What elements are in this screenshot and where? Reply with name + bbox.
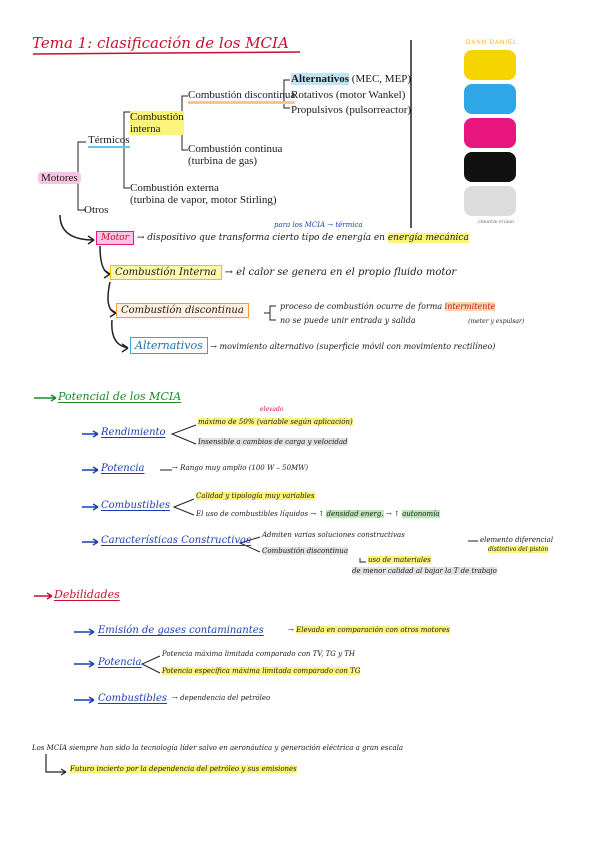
combustibles-line1: Calidad y tipología muy variables: [196, 492, 315, 500]
potencia-text-value: Rango muy amplio (100 W – 50MW): [180, 464, 309, 472]
tree-comb-continua-l1: Combustión continua: [188, 143, 283, 155]
potencial-heading: Potencial de los MCIA: [58, 390, 182, 403]
logo-d-black: [464, 152, 516, 182]
def-discontinua-line1: proceso de combustión ocurre de forma in…: [280, 302, 496, 311]
def-motor: Motor → dispositivo que transforma ciert…: [96, 231, 469, 245]
emision-text: → Elevada en comparación con otros motor…: [288, 626, 450, 634]
logo-d-yellow: [464, 50, 516, 80]
rendimiento-line2: Insensible a cambios de carga y velocida…: [198, 438, 348, 446]
def-motor-highlight: energía mecánica: [387, 233, 469, 243]
def-discontinua-line2-note: (meter y expulsar): [468, 318, 525, 325]
caracteristicas-note2: distintivo del pistón: [488, 546, 549, 553]
tree-comb-externa-l1: Combustión externa: [130, 182, 219, 194]
debilidades-potencia-line1-text: Potencia máxima limitada comparado con T…: [162, 650, 356, 658]
tree-otros: Otros: [84, 204, 109, 216]
debilidades-combustibles-label: Combustibles: [98, 693, 167, 704]
def-interna-term: Combustión Interna: [110, 265, 222, 280]
tree-comb-interna-l2: interna: [130, 123, 161, 135]
def-alternativos: Alternativos → movimiento alternativo (s…: [130, 337, 496, 354]
combustibles-line2a: El uso de combustibles líquidos → ↑: [196, 510, 325, 518]
tree-comb-externa-l2: (turbina de vapor, motor Stirling): [130, 194, 277, 206]
caracteristicas-note-text: elemento diferencial: [480, 536, 554, 544]
conclusion-line2: Futuro incierto por la dependencia del p…: [70, 765, 297, 773]
tree-termicos: Térmicos: [88, 134, 130, 148]
combustibles-label: Combustibles: [101, 500, 170, 511]
def-interna-text: el calor se genera en el propio fluido m…: [236, 267, 457, 278]
caracteristicas-line1-text: Admiten varias soluciones constructivas: [262, 531, 405, 539]
conclusion-line1-text: Los MCIA siempre han sido la tecnología …: [32, 744, 404, 752]
caracteristicas-line3-text: uso de materiales: [368, 556, 431, 564]
caracteristicas-note: elemento diferencial: [480, 536, 553, 544]
debilidades-potencia-line1: Potencia máxima limitada comparado con T…: [162, 650, 355, 658]
logo-d-grey: [464, 186, 516, 216]
tree-comb-interna-l1: Combustión: [130, 111, 184, 123]
def-discontinua-line2: no se puede unir entrada y salida (meter…: [280, 316, 524, 325]
caracteristicas-line4: de menor calidad al bajar la T de trabaj…: [352, 567, 497, 575]
caracteristicas-line4-text: de menor calidad al bajar la T de trabaj…: [352, 567, 497, 575]
tree-comb-continua-l2: (turbina de gas): [188, 155, 258, 167]
def-motor-term: Motor: [96, 231, 134, 245]
tree-comb-externa: Combustión externa (turbina de vapor, mo…: [130, 182, 277, 206]
debilidades-heading: Debilidades: [54, 588, 120, 601]
logo-bottom-text: CREATIVE STUDIO: [478, 219, 514, 224]
def-discontinua-line1-hl: intermitente: [444, 302, 496, 311]
emision-label: Emisión de gases contaminantes: [98, 625, 264, 636]
tree-alternativos-label: Alternativos: [291, 73, 350, 85]
combustibles-line2c: → ↑: [385, 510, 400, 518]
caracteristicas-line1: Admiten varias soluciones constructivas: [262, 531, 405, 539]
def-motor-text: dispositivo que transforma cierto tipo d…: [147, 233, 385, 243]
combustibles-line2: El uso de combustibles líquidos → ↑ dens…: [196, 510, 440, 518]
combustibles-line1-text: Calidad y tipología muy variables: [196, 492, 315, 500]
combustibles-line2d: autonomía: [402, 510, 440, 518]
rendimiento-line1: máximo de 50% (variable según aplicación…: [198, 418, 353, 426]
rendimiento-line1-text: máximo de 50% (variable según aplicación…: [198, 418, 353, 426]
def-discontinua-line2-text: no se puede unir entrada y salida: [280, 316, 416, 325]
rendimiento-note: elevado: [260, 406, 284, 413]
def-alternativos-term: Alternativos: [130, 337, 208, 354]
def-discontinua-term: Combustión discontinua: [116, 303, 249, 318]
rendimiento-line2-text: Insensible a cambios de carga y velocida…: [198, 438, 348, 446]
debilidades-potencia-label: Potencia: [98, 657, 142, 668]
tree-alternativos: Alternativos (MEC, MEP): [291, 73, 411, 85]
page-title: Tema 1: clasificación de los MCIA: [32, 34, 289, 52]
def-discontinua-term-label: Combustión discontinua: [116, 303, 249, 318]
tree-propulsivos: Propulsivos (pulsorreactor): [291, 104, 412, 116]
rendimiento-label: Rendimiento: [101, 427, 166, 438]
debilidades-combustibles-text: → dependencia del petróleo: [172, 694, 271, 702]
conclusion-line1: Los MCIA siempre han sido la tecnología …: [32, 744, 403, 752]
tree-rotativos: Rotativos (motor Wankel): [291, 89, 406, 101]
caracteristicas-line2: Combustión discontinua: [262, 547, 348, 555]
conclusion-line2-text: Futuro incierto por la dependencia del p…: [70, 765, 297, 773]
caracteristicas-note2-text: distintivo del pistón: [488, 546, 549, 553]
motor-note: para los MCIA → térmica: [274, 221, 363, 229]
combustibles-line2b: densidad energ.: [326, 510, 384, 518]
debilidades-potencia-line2: Potencia específica máxima limitada comp…: [162, 667, 361, 675]
tree-comb-discontinua-label: Combustión discontinua: [188, 89, 296, 104]
caracteristicas-label: Características Constructivas: [101, 535, 252, 546]
caracteristicas-line3: uso de materiales: [368, 556, 431, 564]
tree-comb-interna: Combustión interna: [130, 111, 184, 135]
logo-top-text: DANN DANIEL: [466, 40, 518, 46]
emision-text-value: Elevada en comparación con otros motores: [296, 626, 450, 634]
def-interna: Combustión Interna → el calor se genera …: [110, 265, 457, 280]
tree-comb-discontinua: Combustión discontinua: [188, 89, 296, 104]
potencia-text: → Rango muy amplio (100 W – 50MW): [172, 464, 309, 472]
def-discontinua-line1-text: proceso de combustión ocurre de forma: [280, 302, 443, 311]
tree-root: Motores: [38, 172, 81, 184]
caracteristicas-line2-text: Combustión discontinua: [262, 547, 348, 555]
logo-d-blue: [464, 84, 516, 114]
tree-alternativos-suffix: (MEC, MEP): [349, 73, 412, 85]
logo-d-magenta: [464, 118, 516, 148]
tree-comb-continua: Combustión continua (turbina de gas): [188, 143, 282, 167]
potencia-label: Potencia: [101, 463, 145, 474]
debilidades-combustibles-text-value: dependencia del petróleo: [180, 694, 271, 702]
def-alternativos-text: movimiento alternativo (superficie móvil…: [219, 342, 496, 351]
debilidades-potencia-line2-text: Potencia específica máxima limitada comp…: [162, 667, 361, 675]
